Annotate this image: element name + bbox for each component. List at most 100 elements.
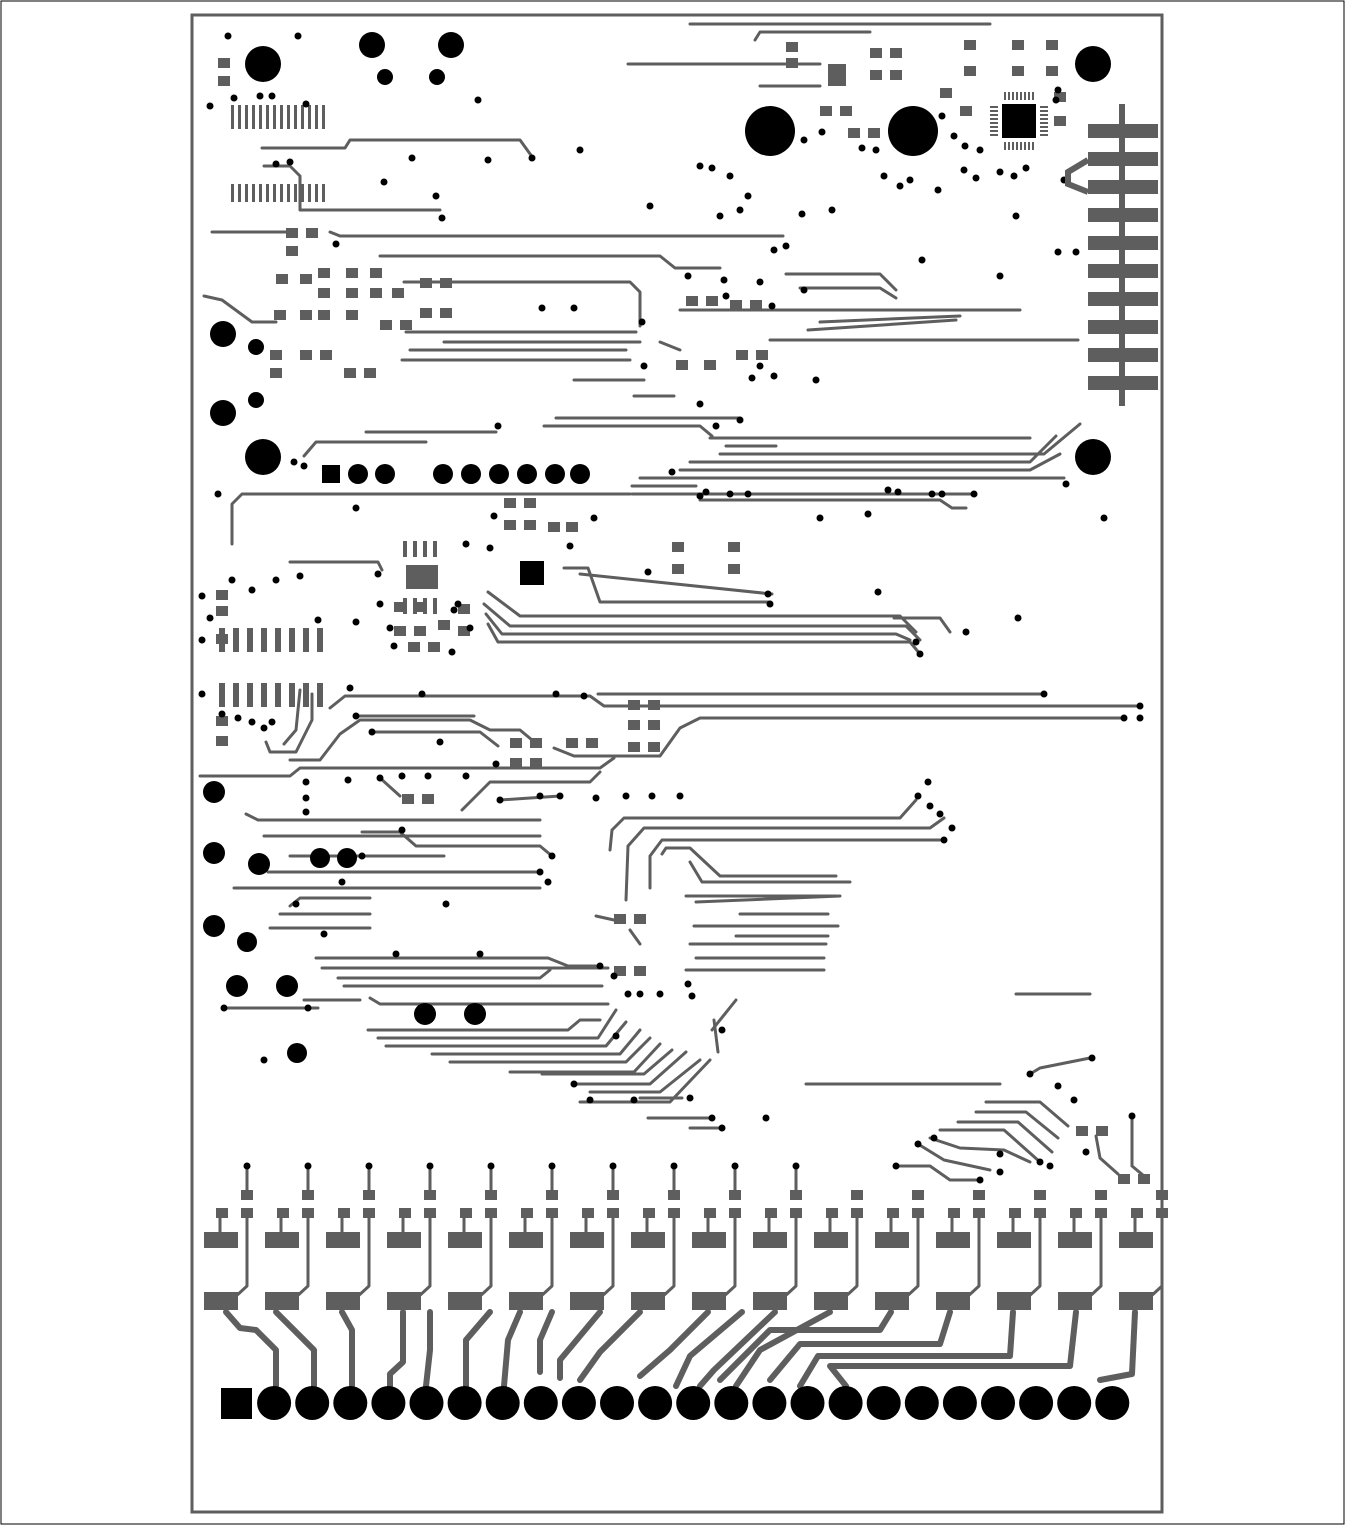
ic-pin [1040,110,1048,112]
trace [498,794,562,802]
pad [241,1190,253,1200]
trace [384,1020,628,1048]
via [198,592,206,600]
via [916,650,924,658]
pad [300,310,312,320]
via [590,514,598,522]
via [756,362,764,370]
header-pin [714,1386,749,1420]
fpc-pad [273,184,276,202]
through-hole [337,848,357,868]
via [596,962,604,970]
via [684,980,692,988]
via [442,900,450,908]
pad [265,1292,299,1310]
via [218,710,226,718]
trace [818,314,962,324]
trace [1028,1056,1092,1076]
through-hole [237,932,257,952]
via [976,146,984,154]
trace [648,838,942,890]
through-hole [489,464,509,484]
via [332,240,340,248]
trace [753,30,872,42]
via [756,278,764,286]
pad [460,1208,472,1218]
trace [293,1216,310,1300]
pad [318,268,330,278]
pad [218,76,230,86]
header-pin [866,1386,901,1420]
via [268,718,276,726]
through-hole [287,1043,307,1063]
pad [509,1232,543,1248]
trace [476,1216,493,1300]
trace [720,1216,737,1300]
trace [767,1309,953,1383]
ic-pin [1024,92,1026,100]
trace [1086,1216,1103,1300]
ic-pin [1008,92,1010,100]
fpc-pad [308,184,311,202]
trace [628,928,642,946]
pad [510,758,522,768]
pad [448,1232,482,1248]
via [352,712,360,720]
pad [631,1232,665,1248]
pad [216,1208,228,1218]
pad [672,564,684,574]
via [736,416,744,424]
pad [1096,1126,1108,1136]
via [708,1114,716,1122]
via [302,808,310,816]
via [365,1162,373,1170]
via [676,792,684,800]
ic-pin [1004,92,1006,100]
trace [288,896,372,908]
trace [354,1216,371,1300]
pad [686,296,698,306]
trace [660,846,838,878]
pad [394,626,406,636]
trace [282,688,302,746]
via [1054,86,1062,94]
pad [790,1190,802,1200]
pad [344,368,356,378]
header-pin [257,1386,292,1420]
ic-pin [1032,92,1034,100]
via [948,824,956,832]
trace [387,1309,406,1389]
trace [688,434,1058,464]
pad [848,128,860,138]
via [800,286,808,294]
pad [936,1292,970,1310]
trace [688,860,852,884]
pad [1095,1208,1107,1218]
via [592,794,600,802]
trace [460,770,602,812]
ic-pin [990,126,998,128]
pad [668,1190,680,1200]
fpc-pad [280,184,283,202]
header-pin [790,1386,825,1420]
via [290,458,298,466]
pad [765,1208,777,1218]
pad [628,742,640,752]
via [934,186,942,194]
trace [974,1110,1060,1140]
pad [692,1292,726,1310]
via [880,172,888,180]
via [624,990,632,998]
via [487,1162,495,1170]
pad [648,720,660,730]
via [376,600,384,608]
through-hole [1075,439,1111,475]
ic-pin [990,122,998,124]
through-hole [210,400,236,426]
trace [360,830,554,858]
pad [1070,1208,1082,1218]
via [688,992,696,1000]
pad [420,308,432,318]
through-hole [203,781,225,803]
via [894,488,902,496]
